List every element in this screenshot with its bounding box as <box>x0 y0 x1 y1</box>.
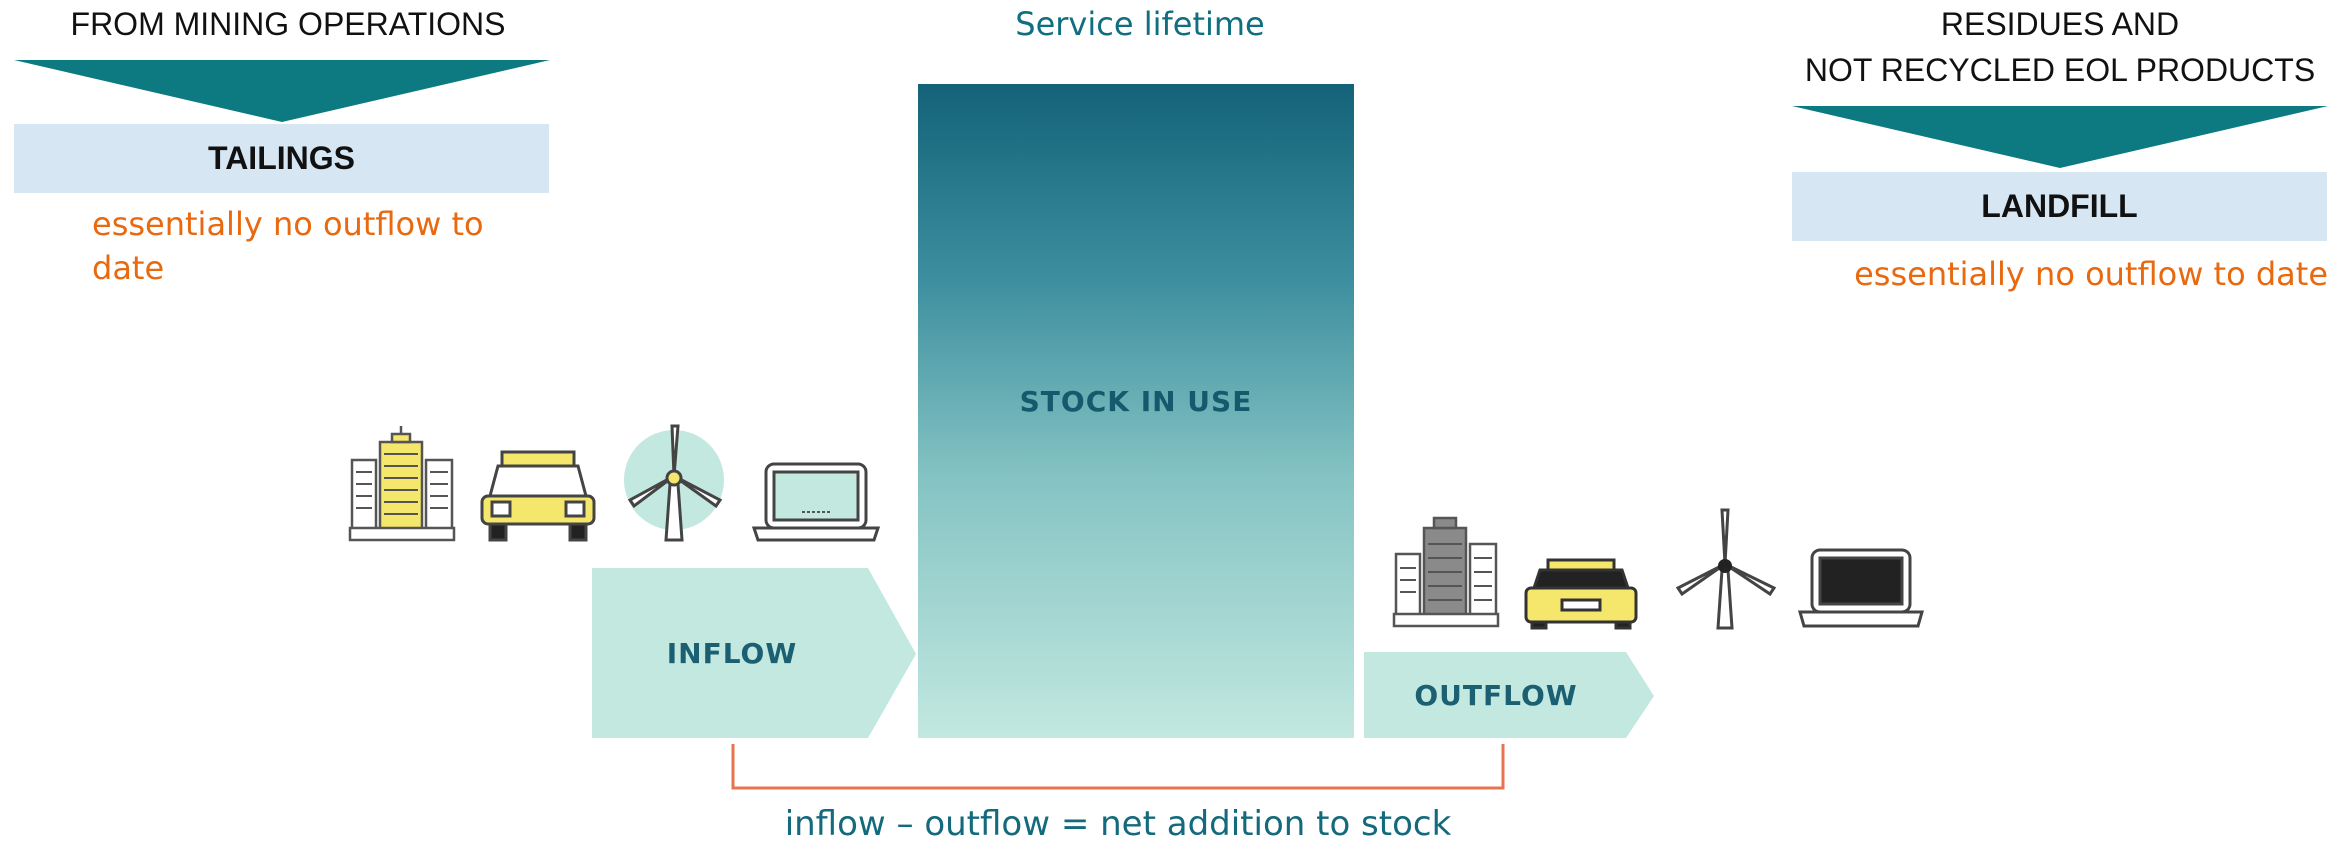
car-icon <box>480 450 596 542</box>
outflow-arrow <box>1364 652 1654 738</box>
stock-in-use-block <box>918 84 1354 738</box>
service-lifetime-title: Service lifetime <box>1015 5 1265 43</box>
tailings-box: TAILINGS <box>14 124 549 193</box>
net-addition-bracket <box>731 744 1505 790</box>
not-recycled-heading: NOT RECYCLED EOL PRODUCTS <box>1804 52 2316 88</box>
net-addition-formula: inflow – outflow = net addition to stock <box>784 804 1452 844</box>
stock-in-use-label: STOCK IN USE <box>1019 385 1253 418</box>
residues-heading: RESIDUES AND <box>1940 6 2180 42</box>
wind-turbine-icon <box>624 424 724 542</box>
landfill-funnel-arrow <box>1792 106 2328 168</box>
inflow-arrow <box>592 568 916 738</box>
landfill-note: essentially no outflow to date <box>1854 255 2328 293</box>
tailings-note: essentially no outflow to date <box>92 205 484 287</box>
wind-turbine-icon <box>1675 508 1777 630</box>
laptop-icon <box>1798 548 1924 628</box>
landfill-box: LANDFILL <box>1792 172 2327 241</box>
building-icon <box>1392 516 1500 628</box>
mining-operations-heading: FROM MINING OPERATIONS <box>70 6 506 42</box>
outflow-label: OUTFLOW <box>1414 679 1578 712</box>
laptop-icon <box>752 462 880 542</box>
building-icon <box>348 426 456 542</box>
mining-funnel-arrow <box>14 60 550 122</box>
car-icon <box>1524 558 1638 630</box>
inflow-label: INFLOW <box>666 637 798 670</box>
